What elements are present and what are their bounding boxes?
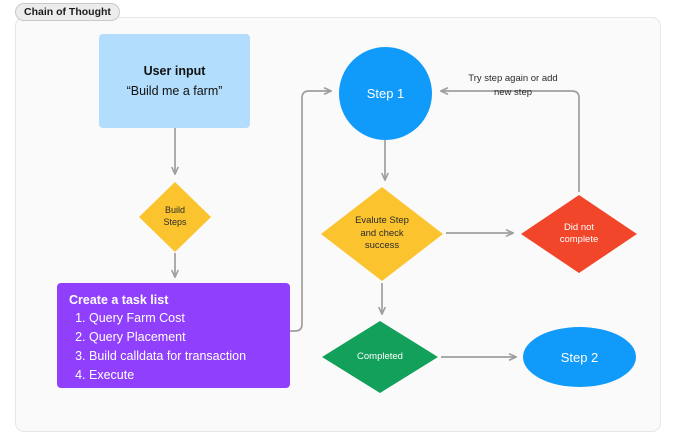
user-input-quote: “Build me a farm” <box>126 83 223 98</box>
node-completed[interactable]: Completed <box>321 320 439 394</box>
node-task-list[interactable]: Create a task list Query Farm Cost Query… <box>57 283 290 388</box>
edge-label-retry-line2: new step <box>493 86 533 98</box>
node-did-not-complete[interactable]: Did not complete <box>520 194 638 274</box>
evaluate-step-label: Evalute Step and check success <box>320 186 444 282</box>
evaluate-line3: success <box>364 240 400 252</box>
edge-label-retry: Try step again or add new step <box>452 72 574 100</box>
task-list-item: Query Placement <box>89 328 278 347</box>
did-not-complete-line2: complete <box>559 234 599 245</box>
evaluate-diamond-shape <box>321 187 443 281</box>
task-list-items: Query Farm Cost Query Placement Build ca… <box>69 309 278 385</box>
evaluate-line1: Evalute Step <box>355 215 409 227</box>
build-steps-diamond-shape <box>139 182 211 252</box>
node-build-steps[interactable]: Build Steps <box>138 181 212 253</box>
completed-diamond-shape <box>322 321 438 393</box>
node-step-2[interactable]: Step 2 <box>523 327 636 387</box>
task-list-item: Query Farm Cost <box>89 309 278 328</box>
evaluate-line2: and check <box>360 227 404 239</box>
node-step-1[interactable]: Step 1 <box>339 47 432 140</box>
build-steps-label: Build Steps <box>138 181 212 253</box>
node-user-input[interactable]: User input “Build me a farm” <box>99 34 250 128</box>
did-not-complete-diamond-shape <box>521 195 637 273</box>
step-2-label: Step 2 <box>560 349 599 365</box>
task-list-item: Execute <box>89 366 278 385</box>
user-input-content: User input “Build me a farm” <box>127 63 223 100</box>
node-evaluate-step[interactable]: Evalute Step and check success <box>320 186 444 282</box>
user-input-title: User input <box>143 63 206 78</box>
completed-label: Completed <box>357 350 403 362</box>
build-steps-line2: Steps <box>163 217 187 227</box>
build-steps-line1: Build <box>164 205 185 216</box>
task-list-item: Build calldata for transaction <box>89 347 278 366</box>
diagram-title-chip: Chain of Thought <box>15 3 120 21</box>
step-1-label: Step 1 <box>366 86 405 101</box>
did-not-complete-label: Did not complete <box>520 194 638 274</box>
edge-label-retry-line1: Try step again or add <box>468 73 558 84</box>
did-not-complete-line1: Did not <box>563 221 595 233</box>
task-list-title: Create a task list <box>69 293 169 307</box>
